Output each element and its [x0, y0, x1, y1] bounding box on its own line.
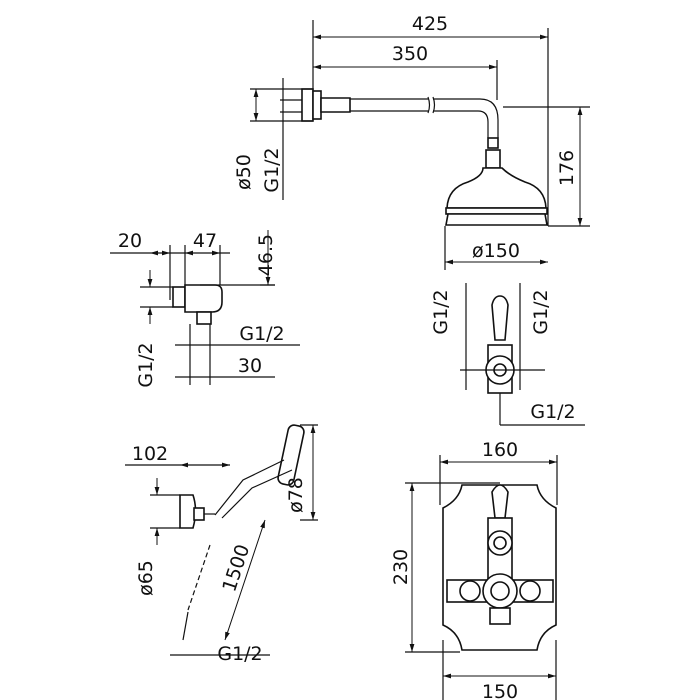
label-bracket-diameter: ø65	[135, 560, 157, 596]
label-valve-left-thread: G1/2	[430, 289, 452, 334]
label-425: 425	[412, 13, 448, 35]
label-47: 47	[193, 230, 217, 252]
label-valve-right-thread: G1/2	[530, 289, 552, 334]
label-30: 30	[238, 355, 262, 377]
label-overhead-thread: G1/2	[261, 147, 283, 192]
label-outlet-thread: G1/2	[239, 323, 284, 345]
label-150: 150	[482, 681, 518, 700]
label-102: 102	[132, 443, 168, 465]
valve-front-plate: 160 230 150	[390, 439, 558, 700]
label-outlet-inlet-thread: G1/2	[135, 342, 157, 387]
label-hand-head-diameter: ø78	[285, 477, 307, 513]
shower-head	[446, 167, 547, 209]
label-hose-thread: G1/2	[217, 643, 262, 665]
label-head-diameter: ø150	[472, 240, 520, 262]
wall-bracket	[179, 494, 197, 529]
label-20: 20	[118, 230, 142, 252]
label-valve-bottom-thread: G1/2	[530, 401, 575, 423]
overhead-shower: 425 350 176 ø50 G1/2 ø150	[233, 13, 590, 270]
wall-outlet: 20 47 46.5 G1/2 30 G1/2	[110, 230, 300, 388]
label-350: 350	[392, 43, 428, 65]
label-46-5: 46.5	[255, 234, 277, 276]
hand-shower: 102 ø78 ø65 1500 G1/2	[125, 424, 318, 665]
label-flange-diameter: ø50	[233, 154, 255, 190]
valve-lever-handle	[491, 295, 509, 341]
label-176: 176	[556, 150, 578, 186]
hand-shower-head	[277, 424, 305, 486]
label-160: 160	[482, 439, 518, 461]
wall-flange	[301, 88, 314, 122]
label-230: 230	[390, 549, 412, 585]
valve-side-view: G1/2 G1/2 G1/2	[430, 283, 585, 426]
